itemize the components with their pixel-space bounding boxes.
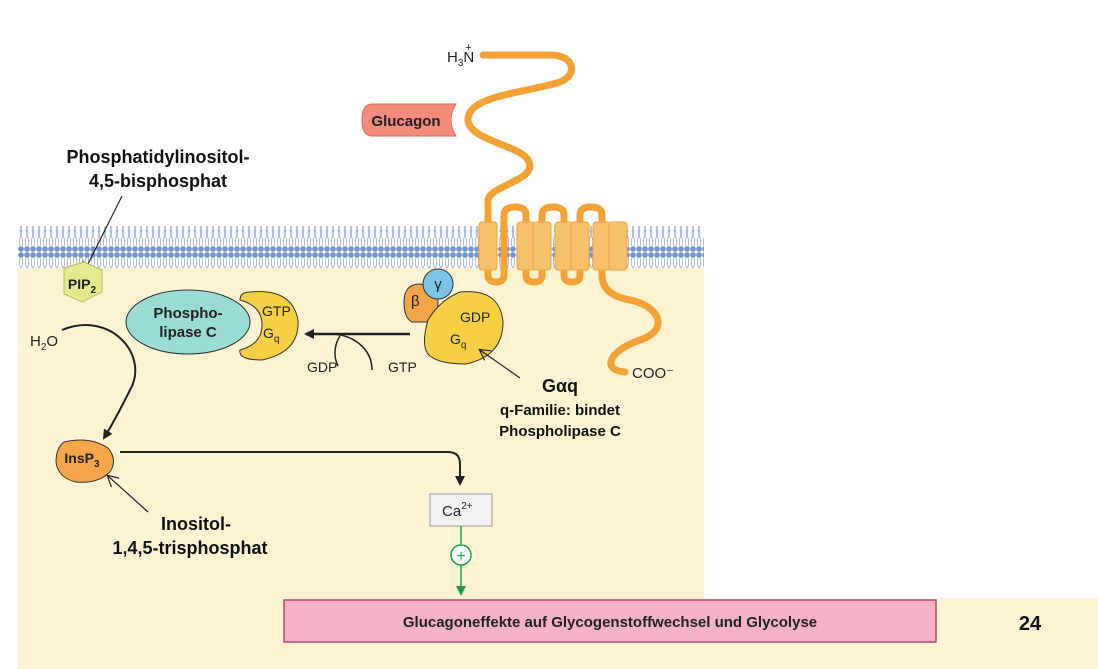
pip2-shape: [63, 261, 103, 303]
receptor-helices: [478, 221, 628, 271]
insp3-caption-pointer: [108, 476, 149, 513]
calcium-box: [429, 493, 493, 527]
gtp-bound-label: GTP: [262, 303, 291, 319]
gq-inactive-shape: [424, 291, 504, 365]
gtp-in-label: GTP: [388, 359, 417, 375]
glucagon-label: Glucagon: [371, 113, 440, 130]
insp3-shape: [55, 439, 114, 483]
stimulation-sign: +: [456, 548, 465, 565]
cell-membrane: [18, 226, 704, 268]
glucagon-receptor: [464, 51, 662, 376]
beta-label: β: [411, 293, 420, 310]
pip2-caption-line1: Phosphatidylinositol-: [67, 147, 250, 167]
insp3-caption-line2: 1,4,5-trisphosphat: [112, 538, 267, 558]
gdp-bound-label: GDP: [460, 309, 490, 325]
calcium-release-arrow: [120, 451, 465, 486]
effect-label: Glucagoneffekte auf Glycogenstoffwechsel…: [403, 614, 817, 631]
galpha-pointer: [480, 350, 521, 379]
pip2-label: PIP2: [68, 276, 97, 296]
effect-box: [283, 599, 937, 643]
g-gamma-subunit: [422, 268, 454, 300]
gdp-released-label: GDP: [307, 359, 337, 375]
gamma-label: γ: [434, 276, 442, 293]
phospholipase-c: [125, 289, 251, 355]
hydrolysis-arrow: [61, 324, 137, 440]
h2o-label: H2O: [30, 333, 58, 353]
insp3-caption-line1: Inositol-: [161, 514, 231, 534]
glucagon-ligand: [361, 103, 457, 137]
plc-label-line2: lipase C: [159, 324, 217, 341]
galpha-q-title: Gαq: [542, 376, 578, 396]
insp3-label: InsP3: [64, 450, 100, 470]
n-terminus-label: H3N+: [447, 42, 474, 69]
c-terminus-label: COO⁻: [632, 365, 674, 382]
plc-label-line1: Phospho-: [153, 305, 222, 322]
pip2-caption-pointer: [84, 195, 123, 272]
galpha-q-desc-line1: q-Familie: bindet: [500, 402, 620, 419]
gtp-exchange-arrow: [329, 333, 373, 371]
slide-number: 24: [1019, 613, 1042, 635]
gq-active-shape: [239, 291, 299, 361]
pip2-caption-line2: 4,5-bisphosphat: [89, 171, 227, 191]
galpha-q-desc-line2: Phospholipase C: [499, 423, 621, 440]
